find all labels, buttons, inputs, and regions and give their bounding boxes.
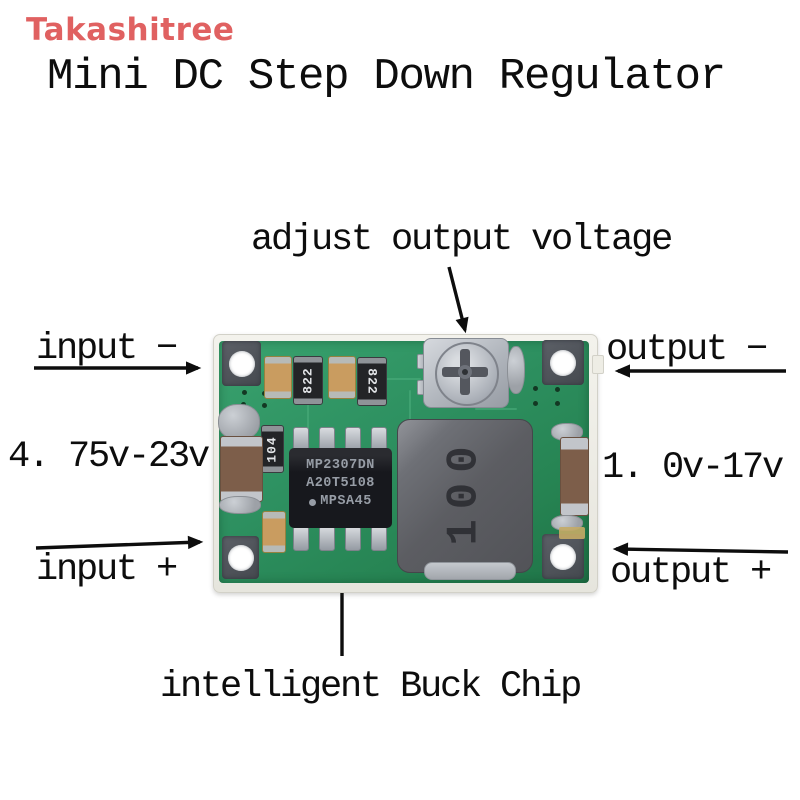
chip-pin <box>371 526 387 551</box>
potentiometer-center <box>458 365 472 379</box>
via-hole <box>555 401 560 406</box>
buck-chip <box>289 448 392 528</box>
copper-trace <box>307 404 309 432</box>
label-adjust-output-voltage: adjust output voltage <box>251 219 673 261</box>
resistor-822: 822 <box>293 356 323 405</box>
chip-pin <box>293 526 309 551</box>
ceramic-capacitor <box>328 356 356 399</box>
chip-marking-text: MPSA45 <box>320 494 372 509</box>
mounting-hole <box>550 543 576 570</box>
inductor: 100 <box>397 419 533 573</box>
label-output-negative: output − <box>606 329 768 371</box>
mounting-pad <box>222 536 259 579</box>
chip-marking: MP2307DN A20T5108 MPSA45 <box>292 457 389 511</box>
chip-marking-line: A20T5108 <box>306 476 375 491</box>
resistor-822: 822 <box>357 357 387 406</box>
chip-marking-line: MP2307DN <box>306 458 375 473</box>
solder-blob <box>218 404 260 440</box>
via-hole <box>533 386 538 391</box>
label-output-voltage-range: 1. 0v-17v <box>602 447 784 489</box>
via-hole <box>555 387 560 392</box>
copper-trace <box>409 390 411 420</box>
via-hole <box>242 390 247 395</box>
mps-logo-icon <box>309 498 317 506</box>
mounting-hole <box>550 349 576 376</box>
mounting-pad <box>542 534 584 579</box>
arrow-input-positive <box>35 535 204 550</box>
solder-blob <box>507 346 525 394</box>
chip-pin <box>345 526 361 551</box>
ceramic-capacitor <box>264 356 292 399</box>
brand-watermark: Takashitree <box>26 12 235 48</box>
ceramic-capacitor <box>262 511 286 553</box>
label-output-positive: output + <box>610 552 772 594</box>
mounting-pad <box>542 340 584 385</box>
chip-marking-line: MPSA45 <box>292 493 389 511</box>
label-intelligent-buck-chip: intelligent Buck Chip <box>160 666 582 708</box>
copper-trace <box>475 408 517 410</box>
label-input-negative: input − <box>36 328 178 370</box>
label-input-voltage-range: 4. 75v-23v <box>8 436 210 478</box>
mounting-hole <box>227 544 254 571</box>
resistor-104: 104 <box>261 425 284 473</box>
via-hole <box>262 403 267 408</box>
chip-pin <box>319 526 335 551</box>
pcb-edge-tab <box>592 355 604 374</box>
arrow-adjust-output-voltage <box>447 266 469 334</box>
solder-blob <box>219 496 261 514</box>
pcb-module: 822 822 104 MP2307DN A20T5108 <box>213 334 604 593</box>
label-input-positive: input + <box>36 549 178 591</box>
copper-trace <box>385 378 421 380</box>
page-title: Mini DC Step Down Regulator <box>47 52 726 102</box>
inductor-marking: 100 <box>440 436 490 546</box>
input-capacitor <box>220 436 263 502</box>
gold-pad <box>559 527 585 539</box>
output-capacitor <box>560 437 589 516</box>
solder-strip <box>424 562 516 580</box>
via-hole <box>533 401 538 406</box>
mounting-hole <box>228 350 255 377</box>
mounting-pad <box>222 341 261 386</box>
